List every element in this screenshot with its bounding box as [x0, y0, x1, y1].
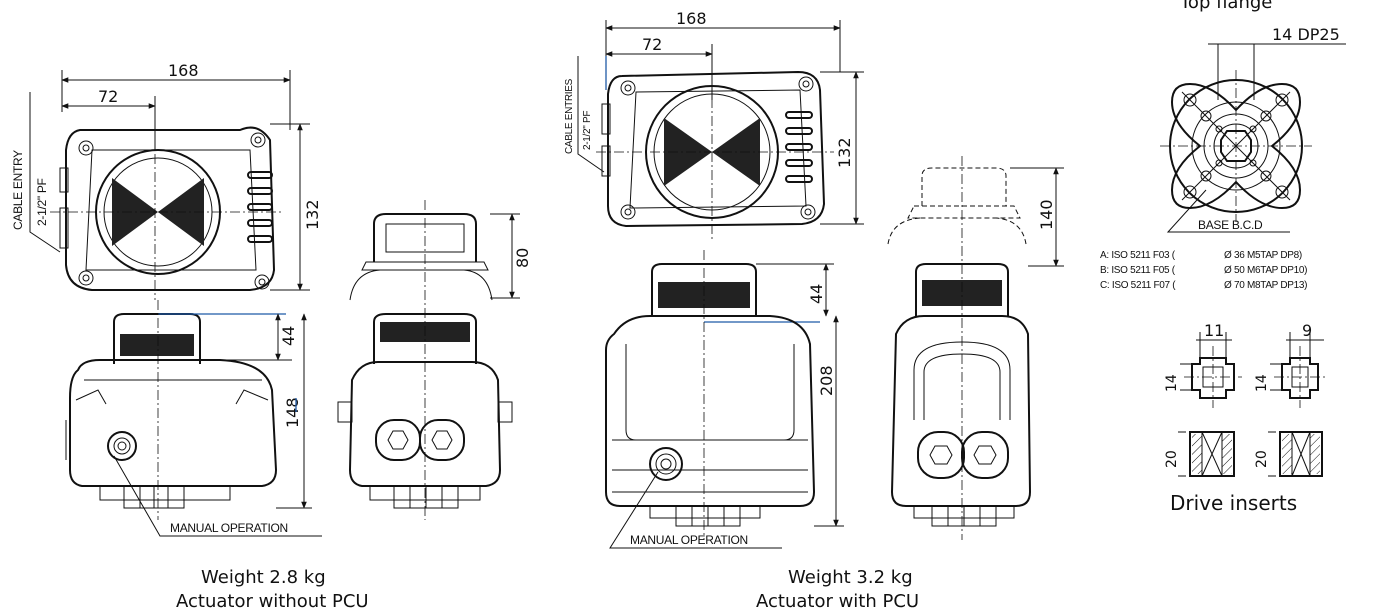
flange-base-bcd: BASE B.C.D: [1198, 218, 1263, 232]
insert-b-dim-width: 9: [1302, 321, 1312, 340]
insert-a-dim-square: 14: [1164, 374, 1180, 392]
insert-a-dim-length: 20: [1164, 450, 1180, 468]
view2-dim-offset: 72: [642, 35, 662, 54]
view2-top-view: 168 72 CABLE ENTRIES 2-1/2" PF 132: [564, 9, 864, 240]
view1-caption: Actuator without PCU: [176, 591, 369, 612]
view1-manual-operation: MANUAL OPERATION: [170, 521, 288, 535]
view1-dim-depth: 132: [303, 199, 322, 230]
view1-cable-entry-size: 2-1/2" PF: [35, 178, 49, 226]
view1-cable-entry-title: CABLE ENTRY: [11, 150, 25, 230]
view1-dim-height: 148: [283, 397, 302, 428]
flange-iso-b-spec: Ø 50 M6TAP DP10): [1224, 265, 1307, 276]
view1-side-view: 80: [337, 200, 532, 520]
inserts-caption: Drive inserts: [1170, 491, 1297, 515]
view1-front-view: 44 148 MANUAL OPERATION: [65, 300, 322, 537]
drive-inserts: 11 14 9 14 20: [1164, 321, 1326, 515]
view1-top-view: 168 72 132 CABLE ENTRY 2-1/2" PF: [11, 61, 322, 300]
view2-dim-depth: 132: [835, 137, 854, 168]
view1-dim-offset: 72: [98, 87, 118, 106]
insert-b-dim-length: 20: [1254, 450, 1270, 468]
view2-dim-height: 208: [817, 365, 836, 396]
view1-dim-width: 168: [168, 61, 199, 80]
insert-b-dim-square: 14: [1254, 374, 1270, 392]
insert-a-dim-width: 11: [1204, 321, 1224, 340]
flange-iso-c-spec: Ø 70 M8TAP DP13): [1224, 280, 1307, 291]
view2-side-view: 140: [887, 156, 1064, 540]
view2-dim-width: 168: [676, 9, 707, 28]
flange-iso-b-label: B: ISO 5211 F05 (: [1100, 265, 1176, 276]
flange-dim-bore: 14 DP25: [1272, 25, 1340, 44]
view2-cable-entries-size: 2-1/2" PF: [582, 111, 593, 150]
view2-caption: Actuator with PCU: [756, 591, 919, 612]
view2-cable-entries-title: CABLE ENTRIES: [564, 78, 575, 154]
flange-iso-a-label: A: ISO 5211 F03 (: [1100, 250, 1176, 261]
view2-dim-handle-height: 140: [1037, 199, 1056, 230]
view1-dim-handle-height: 80: [513, 248, 532, 268]
flange-iso-a-spec: Ø 36 M5TAP DP8): [1224, 250, 1302, 261]
view2-weight: Weight 3.2 kg: [788, 567, 913, 588]
view2-manual-operation: MANUAL OPERATION: [630, 533, 748, 547]
view2-front-view: 44 208 MANUAL OPERATION: [605, 250, 844, 549]
view1-weight: Weight 2.8 kg: [201, 567, 326, 588]
view1-dim-handle: 44: [279, 326, 298, 346]
view2-dim-handle: 44: [807, 284, 826, 304]
flange-title: Top flange: [1179, 0, 1272, 13]
top-flange: Top flange 14 DP25 BASE B.C.D A: ISO 521…: [1100, 0, 1346, 291]
flange-iso-c-label: C: ISO 5211 F07 (: [1100, 280, 1176, 291]
